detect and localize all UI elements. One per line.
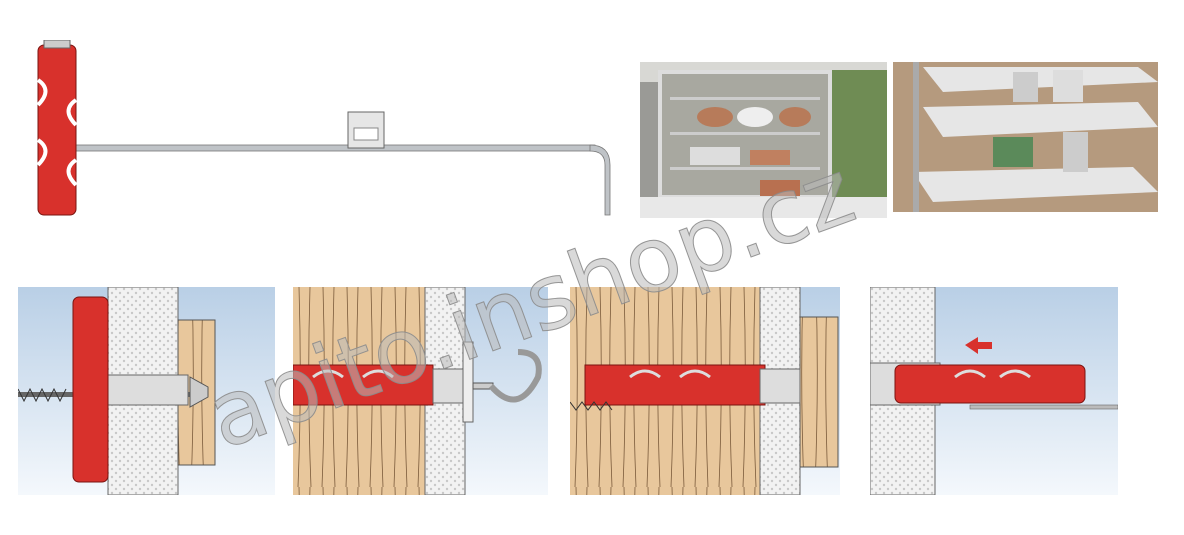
installation-step-4 [870, 287, 1118, 495]
arrow-left-icon [965, 337, 992, 354]
photo-kitchen-cabinet [640, 62, 887, 218]
installation-step-1 [18, 287, 275, 495]
installation-step-3 [570, 287, 840, 495]
product-image-anchor-with-bar [30, 40, 630, 225]
photo-wall-shelves [893, 62, 1158, 212]
installation-step-2 [293, 287, 548, 495]
